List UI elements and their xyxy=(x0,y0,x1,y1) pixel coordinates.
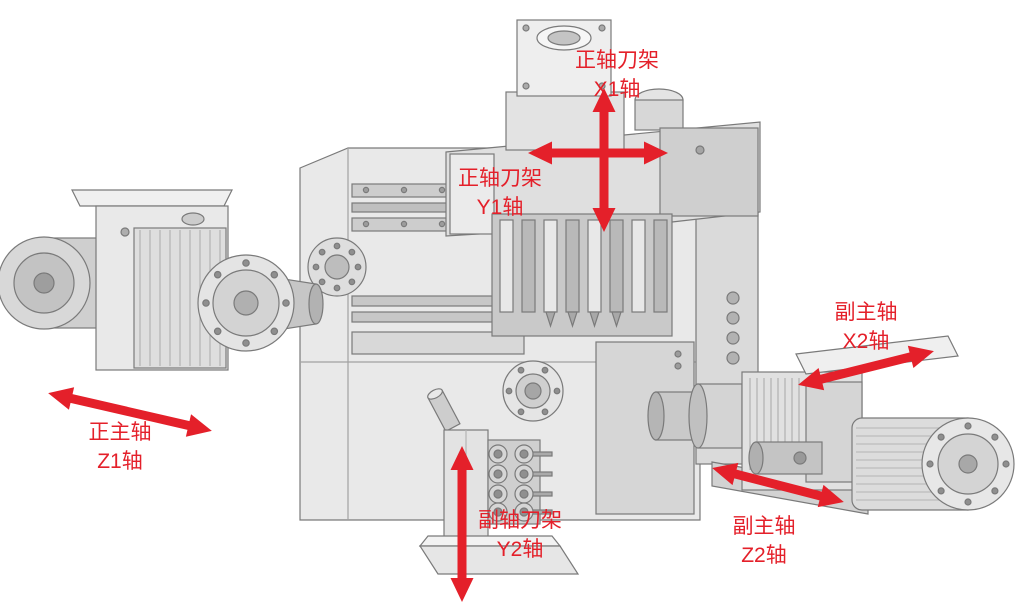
label-z1-line2: Z1轴 xyxy=(97,450,143,473)
spindle-flange xyxy=(502,360,564,422)
label-y2-line2: Y2轴 xyxy=(496,538,544,561)
column-flange xyxy=(307,237,367,297)
label-y1-line1: 正轴刀架 xyxy=(458,167,542,190)
axis-arrows xyxy=(48,88,934,602)
label-z2-axis: 副主轴 Z2轴 xyxy=(733,512,796,570)
x2-axis-arrow xyxy=(798,345,934,391)
label-z1-axis: 正主轴 Z1轴 xyxy=(89,418,152,476)
label-y2-axis: 副轴刀架 Y2轴 xyxy=(478,506,562,564)
y2-axis-arrow xyxy=(450,446,474,602)
label-x2-axis: 副主轴 X2轴 xyxy=(835,298,898,356)
label-x2-line2: X2轴 xyxy=(842,330,890,353)
label-x1-axis: 正轴刀架 X1轴 xyxy=(575,46,659,104)
label-y1-line2: Y1轴 xyxy=(476,196,524,219)
label-z2-line1: 副主轴 xyxy=(732,515,796,538)
label-x1-line2: X1轴 xyxy=(593,78,641,101)
label-z1-line1: 正主轴 xyxy=(88,421,152,444)
label-y1-axis: 正轴刀架 Y1轴 xyxy=(458,164,542,222)
main-tool-post-tower xyxy=(505,19,625,151)
label-x1-line1: 正轴刀架 xyxy=(575,49,659,72)
z2-axis-arrow xyxy=(712,462,844,508)
label-x2-line1: 副主轴 xyxy=(834,301,898,324)
label-z2-line2: Z2轴 xyxy=(741,544,787,567)
y1-axis-arrow xyxy=(528,141,668,165)
z1-axis-arrow xyxy=(48,387,212,437)
machine-drawing xyxy=(0,19,1015,575)
gang-tool-post xyxy=(491,213,673,337)
x1-axis-arrow xyxy=(592,88,616,232)
main-spindle-assembly xyxy=(0,189,324,371)
label-y2-line1: 副轴刀架 xyxy=(478,509,562,532)
